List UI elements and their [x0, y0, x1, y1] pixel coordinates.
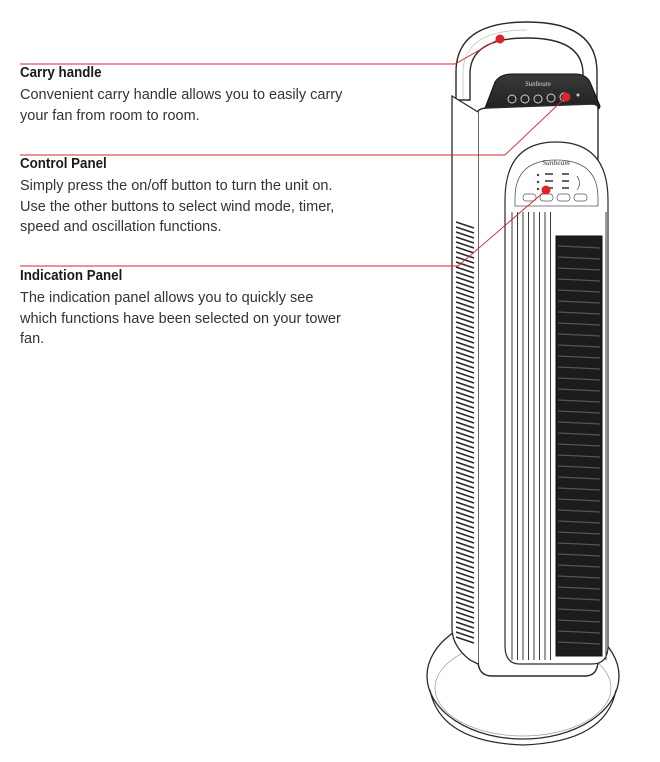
- indication-panel: Sunbeam: [514, 158, 599, 207]
- callout-dot: [541, 185, 551, 195]
- indication-panel-description: The indication panel allows you to quick…: [20, 290, 341, 347]
- callout-indication-panel: [20, 185, 551, 267]
- side-vent-grille: [455, 221, 475, 644]
- front-brand-logo: Sunbeam: [542, 158, 570, 167]
- top-brand-logo: Sunbeam: [525, 80, 551, 88]
- carry-handle-description: Convenient carry handle allows you to ea…: [20, 87, 343, 124]
- control-panel-section: Control Panel Simply press the on/off bu…: [20, 156, 350, 238]
- carry-handle-title: Carry handle: [20, 65, 102, 81]
- carry-handle-section: Carry handle Convenient carry handle all…: [20, 65, 350, 126]
- callout-lines: [20, 34, 571, 267]
- callout-control-panel: [20, 92, 571, 156]
- air-outlet-louvers: [557, 245, 601, 645]
- front-grille-slats: [511, 212, 607, 660]
- control-panel-title: Control Panel: [20, 156, 107, 172]
- indication-panel-section: Indication Panel The indication panel al…: [20, 268, 350, 350]
- callout-dot: [561, 92, 571, 102]
- control-panel-description: Simply press the on/off button to turn t…: [20, 178, 335, 235]
- air-outlet-window: [555, 235, 603, 657]
- callout-dot: [495, 34, 505, 44]
- callout-carry-handle: [20, 34, 505, 65]
- top-control-panel: Sunbeam: [484, 73, 601, 113]
- indication-panel-title: Indication Panel: [20, 268, 123, 284]
